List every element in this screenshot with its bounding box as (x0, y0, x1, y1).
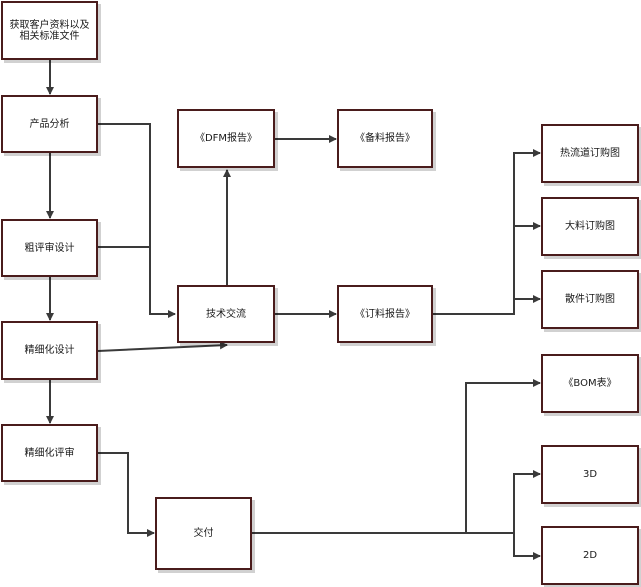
edge-delivery-to-2d (513, 533, 541, 560)
node-label: 产品分析 (29, 118, 70, 130)
node-label: 《BOM表》 (563, 378, 617, 389)
edge-delivery-to-bom (252, 379, 541, 534)
node-get-customer-data: 获取客户资料以及相关标准文件 (1, 1, 98, 60)
edge-refined-to-tech (97, 341, 228, 352)
node-label: 获取客户资料以及相关标准文件 (9, 19, 90, 42)
node-label: 《DFM报告》 (194, 133, 258, 144)
node-refined-review: 精细化评审 (1, 424, 98, 482)
node-label: 散件订购图 (565, 294, 615, 305)
node-label: 精细化设计 (24, 345, 75, 356)
node-label: 技术交流 (206, 308, 246, 320)
edge-order-to-hot-runner (433, 149, 541, 315)
node-tech-exchange: 技术交流 (177, 285, 275, 343)
node-refined-design: 精细化设计 (1, 321, 98, 380)
node-dfm-report: 《DFM报告》 (177, 109, 275, 168)
node-parts-order: 散件订购图 (541, 270, 639, 329)
node-label: 《订料报告》 (355, 308, 415, 320)
node-output-3d: 3D (541, 445, 639, 504)
node-label: 精细化评审 (24, 447, 75, 459)
node-output-2d: 2D (541, 526, 639, 585)
node-product-analysis: 产品分析 (1, 95, 98, 153)
node-stock-report: 《备料报告》 (337, 109, 433, 168)
node-label: 粗评审设计 (24, 242, 75, 254)
node-bom-table: 《BOM表》 (541, 354, 639, 413)
edge-review-to-delivery (98, 452, 155, 537)
node-delivery: 交付 (155, 497, 252, 570)
node-label: 《备料报告》 (355, 133, 415, 144)
node-rough-review-design: 粗评审设计 (1, 219, 98, 277)
edge-analysis-to-tech (98, 123, 176, 318)
node-label: 3D (582, 469, 598, 480)
node-hot-runner-order: 热流道订购图 (541, 124, 639, 183)
edge-delivery-to-3d (466, 470, 541, 534)
node-label: 大料订购图 (565, 221, 615, 232)
node-bulk-material-order: 大料订购图 (541, 197, 639, 256)
node-order-report: 《订料报告》 (337, 285, 433, 343)
node-label: 热流道订购图 (560, 148, 620, 159)
node-label: 2D (582, 550, 598, 561)
node-label: 交付 (193, 528, 214, 539)
